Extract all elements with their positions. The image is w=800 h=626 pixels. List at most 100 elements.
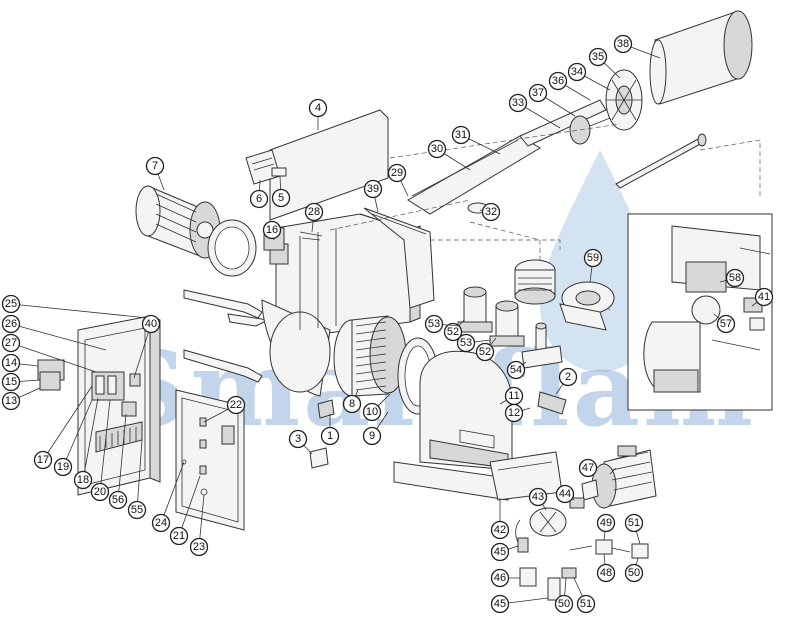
- svg-text:51: 51: [628, 517, 640, 529]
- callout-52b: 52: [475, 337, 497, 362]
- svg-text:5: 5: [278, 192, 284, 204]
- callout-43: 43: [528, 487, 548, 511]
- callout-15: 15: [1, 372, 41, 392]
- callout-14: 14: [1, 353, 39, 373]
- callout-5: 5: [271, 175, 291, 208]
- callout-11: 11: [499, 386, 524, 406]
- svg-text:43: 43: [532, 491, 544, 503]
- callout-46: 46: [490, 568, 520, 588]
- svg-text:6: 6: [256, 193, 262, 205]
- svg-text:38: 38: [617, 38, 629, 50]
- callout-3: 3: [288, 429, 313, 455]
- svg-text:52: 52: [447, 326, 459, 338]
- callout-52: 52: [443, 319, 465, 342]
- svg-text:12: 12: [508, 407, 520, 419]
- air-box: [393, 350, 513, 501]
- svg-text:8: 8: [349, 398, 355, 410]
- svg-text:28: 28: [308, 206, 320, 218]
- svg-text:54: 54: [510, 364, 522, 376]
- svg-text:14: 14: [5, 357, 17, 369]
- svg-text:39: 39: [367, 183, 379, 195]
- callout-47: 47: [578, 458, 617, 478]
- svg-text:53: 53: [428, 318, 440, 330]
- svg-text:37: 37: [532, 87, 544, 99]
- svg-text:57: 57: [720, 318, 732, 330]
- callout-20: 20: [90, 399, 111, 502]
- svg-text:41: 41: [758, 291, 770, 303]
- svg-text:55: 55: [131, 504, 143, 516]
- svg-text:53: 53: [460, 337, 472, 349]
- stabiliser-disc: [605, 69, 643, 131]
- svg-text:36: 36: [552, 75, 564, 87]
- svg-text:47: 47: [582, 462, 594, 474]
- callout-58: 58: [719, 268, 745, 288]
- damper-assembly: [514, 259, 615, 331]
- svg-text:50: 50: [628, 567, 640, 579]
- svg-text:10: 10: [366, 406, 378, 418]
- svg-text:1: 1: [327, 430, 333, 442]
- motor-gasket: [207, 219, 257, 277]
- svg-text:29: 29: [391, 167, 403, 179]
- callout-23: 23: [189, 494, 209, 557]
- callout-35: 35: [588, 47, 621, 79]
- svg-text:30: 30: [431, 143, 443, 155]
- svg-text:9: 9: [369, 430, 375, 442]
- callout-12: 12: [504, 403, 531, 423]
- svg-text:23: 23: [193, 541, 205, 553]
- callout-26: 26: [1, 314, 107, 351]
- callout-51b: 51: [573, 577, 596, 614]
- svg-text:34: 34: [571, 66, 583, 78]
- callout-21: 21: [169, 475, 201, 546]
- callout-55: 55: [127, 439, 147, 520]
- callout-7: 7: [145, 156, 165, 191]
- callout-32: 32: [479, 202, 501, 222]
- control-panel: [37, 315, 161, 496]
- callout-56: 56: [108, 413, 128, 510]
- callout-28: 28: [304, 202, 324, 233]
- svg-text:26: 26: [5, 318, 17, 330]
- callout-9: 9: [362, 411, 389, 446]
- callout-1: 1: [320, 414, 340, 446]
- svg-text:20: 20: [94, 486, 106, 498]
- svg-text:51: 51: [580, 598, 592, 610]
- detail-inset: [627, 213, 773, 411]
- callout-29: 29: [387, 163, 409, 197]
- svg-text:42: 42: [494, 524, 506, 536]
- callout-6: 6: [249, 179, 269, 209]
- callout-37: 37: [528, 83, 576, 117]
- callout-38: 38: [613, 34, 661, 59]
- mounting-rails: [183, 289, 270, 383]
- callout-10: 10: [362, 393, 391, 422]
- callout-51: 51: [624, 513, 644, 545]
- svg-text:45: 45: [494, 546, 506, 558]
- callout-45: 45: [490, 542, 519, 562]
- callout-57: 57: [713, 313, 736, 334]
- svg-text:4: 4: [315, 102, 321, 114]
- callout-34: 34: [567, 62, 611, 91]
- svg-text:13: 13: [5, 395, 17, 407]
- callout-17: 17: [33, 385, 93, 470]
- burner-housing: [261, 109, 435, 397]
- svg-text:52: 52: [479, 346, 491, 358]
- callout-39: 39: [363, 179, 383, 213]
- svg-text:27: 27: [5, 337, 17, 349]
- svg-text:35: 35: [592, 51, 604, 63]
- callout-41: 41: [751, 287, 774, 307]
- callout-42: 42: [490, 498, 510, 540]
- svg-text:19: 19: [57, 461, 69, 473]
- callout-27: 27: [1, 333, 97, 373]
- callout-18: 18: [73, 397, 99, 490]
- callout-49: 49: [596, 513, 616, 541]
- svg-text:44: 44: [559, 488, 571, 500]
- nozzle-holder: [521, 322, 563, 369]
- svg-text:49: 49: [600, 517, 612, 529]
- svg-text:40: 40: [145, 318, 157, 330]
- callout-36: 36: [548, 71, 591, 101]
- svg-text:2: 2: [565, 371, 571, 383]
- solenoid-valves: [457, 286, 525, 347]
- callout-2: 2: [555, 367, 578, 395]
- svg-text:31: 31: [455, 129, 467, 141]
- svg-text:59: 59: [587, 252, 599, 264]
- svg-text:25: 25: [5, 298, 17, 310]
- callout-53: 53: [424, 314, 461, 334]
